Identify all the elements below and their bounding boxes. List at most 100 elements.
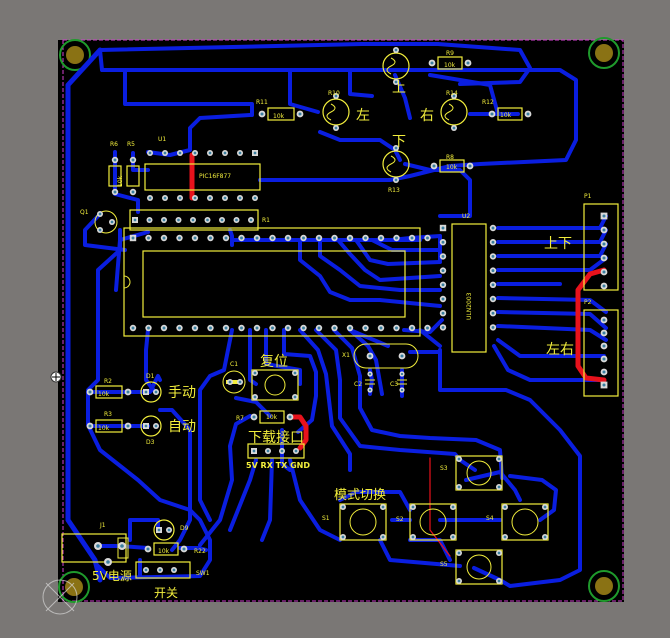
pad-hole xyxy=(602,344,606,348)
pad-hole xyxy=(249,218,253,222)
pad-hole xyxy=(364,326,367,330)
pad-hole xyxy=(452,94,456,98)
resistor-array-r1 xyxy=(129,209,259,231)
des-r1: R1 xyxy=(262,217,270,224)
des-r12: R12 xyxy=(482,99,494,106)
mount-hole-br xyxy=(588,570,620,602)
pad-hole xyxy=(395,236,398,240)
capacitor-c2 xyxy=(365,379,375,385)
des-r14: R14 xyxy=(446,90,458,97)
transistor-q1 xyxy=(94,210,118,234)
pad-hole xyxy=(334,126,338,130)
pad-hole xyxy=(238,196,242,200)
des-s5: S5 xyxy=(440,561,448,568)
origin-marker xyxy=(50,371,62,383)
pad-hole xyxy=(131,158,135,162)
pad-hole xyxy=(154,390,158,394)
capacitor-c1 xyxy=(222,370,246,394)
pad-hole xyxy=(162,218,166,222)
des-r10: R10 xyxy=(328,90,340,97)
pad-hole xyxy=(271,236,274,240)
r11-value: 10k xyxy=(273,113,285,120)
label-layer: 上 左 右 下 上下 左右 复位 手动 自动 下载接口 模式切换 5V电源 开关… xyxy=(92,80,574,600)
power-jack-j1-tab xyxy=(117,537,129,559)
pad-hole xyxy=(602,228,606,232)
pad-hole xyxy=(288,415,292,419)
pad-hole xyxy=(491,269,495,273)
pad-hole xyxy=(302,236,305,240)
r3-value: 10k xyxy=(98,425,110,432)
des-r2: R2 xyxy=(104,378,112,385)
pad-hole xyxy=(394,146,398,150)
pad-hole xyxy=(286,326,290,330)
pad-hole xyxy=(602,242,606,246)
des-s2: S2 xyxy=(396,516,404,523)
pad-hole xyxy=(400,388,404,392)
pad-hole xyxy=(126,390,130,394)
pad-hole xyxy=(110,220,114,224)
pad-hole xyxy=(286,236,290,240)
pad-hole xyxy=(602,383,606,387)
label-updown: 上下 xyxy=(544,236,572,252)
des-q1: Q1 xyxy=(80,209,89,216)
r12-value: 10k xyxy=(500,112,512,119)
pad-hole xyxy=(146,547,150,551)
pad-hole xyxy=(240,236,243,240)
pad-hole xyxy=(394,80,398,84)
pad-hole xyxy=(490,112,494,116)
mount-hole-tl xyxy=(59,39,91,71)
pad-hole xyxy=(394,178,398,182)
pad-hole xyxy=(163,151,167,155)
reset-button-s-dome xyxy=(264,374,286,396)
pad-hole xyxy=(144,568,148,572)
des-d9: D9 xyxy=(180,525,189,532)
pad-hole xyxy=(491,254,495,258)
des-c2: C2 xyxy=(354,381,362,388)
pad-hole xyxy=(178,196,182,200)
pad-hole xyxy=(178,151,182,155)
pad-hole xyxy=(178,326,181,330)
pad-hole xyxy=(497,457,501,461)
pad-hole xyxy=(147,326,150,330)
pad-hole xyxy=(468,164,472,168)
ic-u1-value: PIC16F877 xyxy=(199,173,231,180)
des-d1: D1 xyxy=(146,373,155,380)
ldr-down-zigzag xyxy=(386,155,396,173)
pad-hole xyxy=(395,326,398,330)
pad-hole xyxy=(410,236,414,240)
pad-hole xyxy=(381,505,385,509)
pad-hole xyxy=(451,535,455,539)
pad-hole xyxy=(131,190,135,194)
pad-hole xyxy=(238,380,242,384)
des-r13: R13 xyxy=(388,187,400,194)
button-s5 xyxy=(455,549,503,585)
pad-hole xyxy=(252,415,256,419)
r2-value: 10k xyxy=(98,391,110,398)
pad-hole xyxy=(441,254,445,258)
label-power: 5V电源 xyxy=(92,569,132,583)
led-d1 xyxy=(140,381,162,403)
pad-hole xyxy=(491,283,495,287)
label-mode-switch: 模式切换 xyxy=(334,488,386,503)
download-header xyxy=(247,443,305,459)
pad-hole xyxy=(426,236,429,240)
resistor-r11 xyxy=(267,107,295,121)
pad-hole xyxy=(348,326,352,330)
pad-hole xyxy=(602,357,606,361)
des-x1: X1 xyxy=(342,352,350,359)
pad-hole xyxy=(410,326,414,330)
pad-hole xyxy=(457,485,461,489)
r5-value: 10k xyxy=(117,175,124,187)
pad-hole xyxy=(368,354,372,358)
pad-hole xyxy=(411,505,415,509)
pad-hole xyxy=(228,380,232,384)
pad-hole xyxy=(602,331,606,335)
capacitor-c3 xyxy=(397,379,407,385)
pad-hole xyxy=(96,544,100,548)
snap-crosshair xyxy=(42,579,78,615)
pad-hole xyxy=(602,370,606,374)
capacitor-c1-band xyxy=(226,380,242,384)
des-s1: S1 xyxy=(322,515,330,522)
button-s5-dome xyxy=(466,554,492,580)
pad-hole xyxy=(240,326,243,330)
